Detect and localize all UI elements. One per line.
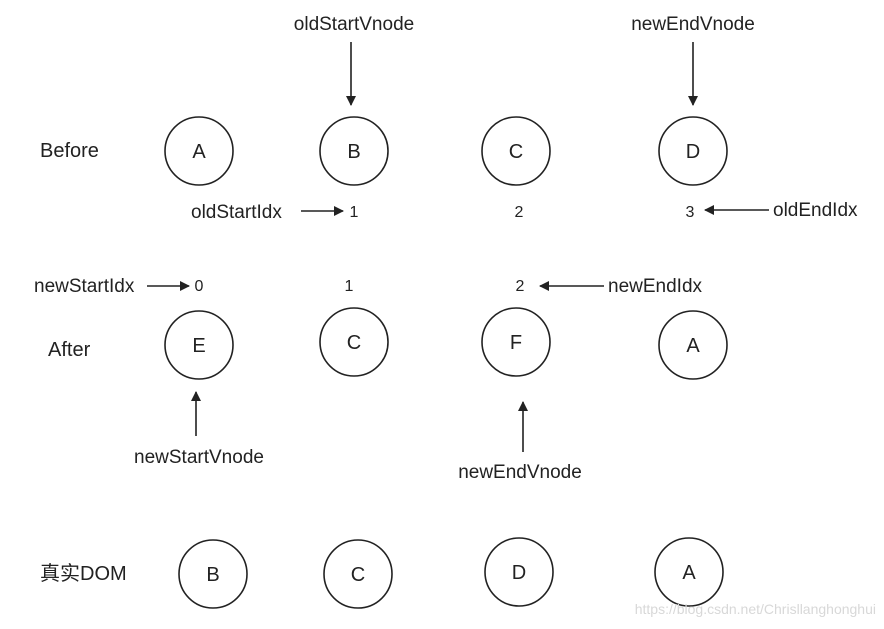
after-node-label: A bbox=[686, 335, 700, 357]
watermark: https://blog.csdn.net/Chrisllanghonghui bbox=[635, 601, 876, 617]
before-node-label: B bbox=[347, 141, 360, 163]
before-index: 2 bbox=[515, 204, 524, 221]
real-dom-node-label: C bbox=[351, 564, 365, 586]
real-dom-node: A bbox=[654, 537, 724, 607]
before-node: A bbox=[164, 116, 234, 186]
after-index: 0 bbox=[195, 278, 204, 295]
real-dom-node: B bbox=[178, 539, 248, 609]
before-node: C bbox=[481, 116, 551, 186]
before-node: B bbox=[319, 116, 389, 186]
new-start-idx-label: newStartIdx bbox=[34, 276, 135, 297]
after-node: E bbox=[164, 310, 234, 380]
row-label-before: Before bbox=[40, 140, 99, 162]
after-index: 2 bbox=[516, 278, 525, 295]
before-node-label: A bbox=[192, 141, 206, 163]
real-dom-node-label: A bbox=[682, 562, 696, 584]
new-end-vnode-top-label: newEndVnode bbox=[631, 14, 755, 35]
after-node-label: F bbox=[510, 332, 522, 354]
before-node-label: C bbox=[509, 141, 523, 163]
new-end-vnode-bottom-label: newEndVnode bbox=[458, 462, 582, 483]
real-dom-node-label: D bbox=[512, 562, 526, 584]
new-start-vnode-label: newStartVnode bbox=[134, 447, 264, 468]
row-label-real-dom: 真实DOM bbox=[40, 562, 127, 585]
real-dom-node: C bbox=[323, 539, 393, 609]
after-node: C bbox=[319, 307, 389, 377]
old-start-idx-label: oldStartIdx bbox=[191, 202, 282, 223]
before-index: 3 bbox=[686, 204, 695, 221]
after-node-label: E bbox=[192, 335, 205, 357]
after-node-label: C bbox=[347, 332, 361, 354]
real-dom-node-label: B bbox=[206, 564, 219, 586]
after-index: 1 bbox=[345, 278, 354, 295]
old-end-idx-label: oldEndIdx bbox=[773, 200, 858, 221]
old-start-vnode-label: oldStartVnode bbox=[294, 14, 414, 35]
before-index: 1 bbox=[350, 204, 359, 221]
after-node: F bbox=[481, 307, 551, 377]
before-node: D bbox=[658, 116, 728, 186]
after-node: A bbox=[658, 310, 728, 380]
row-label-after: After bbox=[48, 339, 91, 361]
new-end-idx-label: newEndIdx bbox=[608, 276, 703, 297]
before-node-label: D bbox=[686, 141, 700, 163]
real-dom-node: D bbox=[484, 537, 554, 607]
